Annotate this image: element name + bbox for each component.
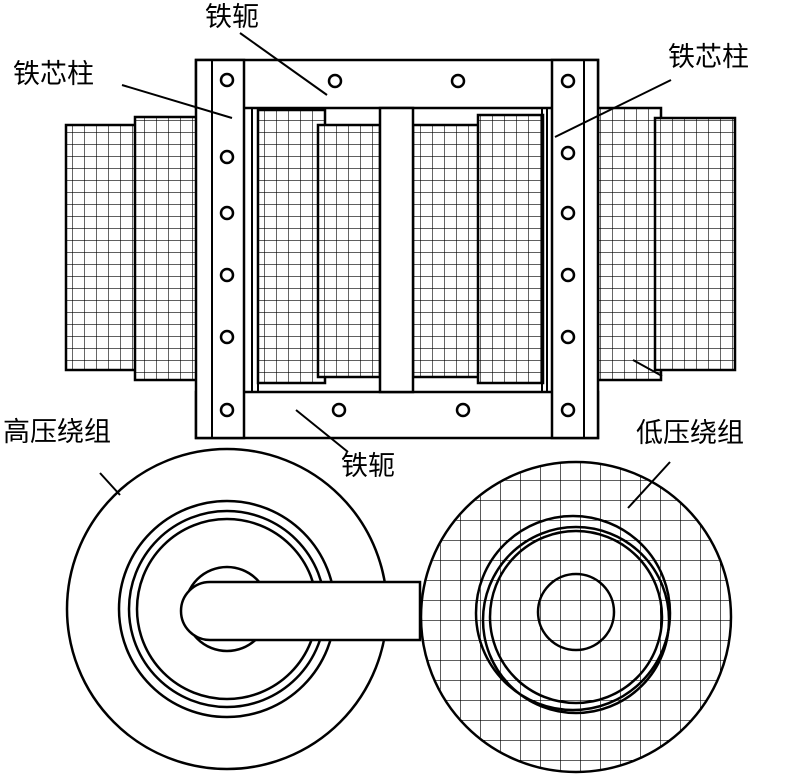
connecting-core-bar <box>179 580 422 642</box>
left-core-limb <box>194 58 246 440</box>
center-core-limb <box>378 106 415 394</box>
leader-lines <box>99 32 672 509</box>
left-inner-lv-winding <box>133 115 199 382</box>
top-yoke <box>194 58 600 110</box>
core-limb-right-label: 铁芯柱 <box>668 42 749 73</box>
center-right-hv-winding <box>411 123 485 379</box>
core-limb-left-label: 铁芯柱 <box>13 59 94 90</box>
right-inner-lv-winding <box>596 106 663 382</box>
center-left-lv-winding <box>256 108 327 385</box>
hv-winding-label: 高压绕组 <box>3 417 111 448</box>
lv-winding-top-view <box>419 460 733 774</box>
yoke-top-label: 铁轭 <box>205 2 259 33</box>
left-outer-hv-winding <box>64 123 148 372</box>
center-left-hv-winding <box>316 123 382 379</box>
right-outer-hv-winding <box>653 116 737 372</box>
limb-lamination-lines <box>211 60 585 438</box>
bottom-yoke <box>194 390 600 440</box>
right-core-limb <box>550 58 600 440</box>
bolt-holes <box>219 72 576 418</box>
center-right-lv-winding <box>476 113 545 385</box>
lv-winding-label: 低压绕组 <box>636 418 744 449</box>
yoke-bottom-label: 铁轭 <box>341 451 395 482</box>
